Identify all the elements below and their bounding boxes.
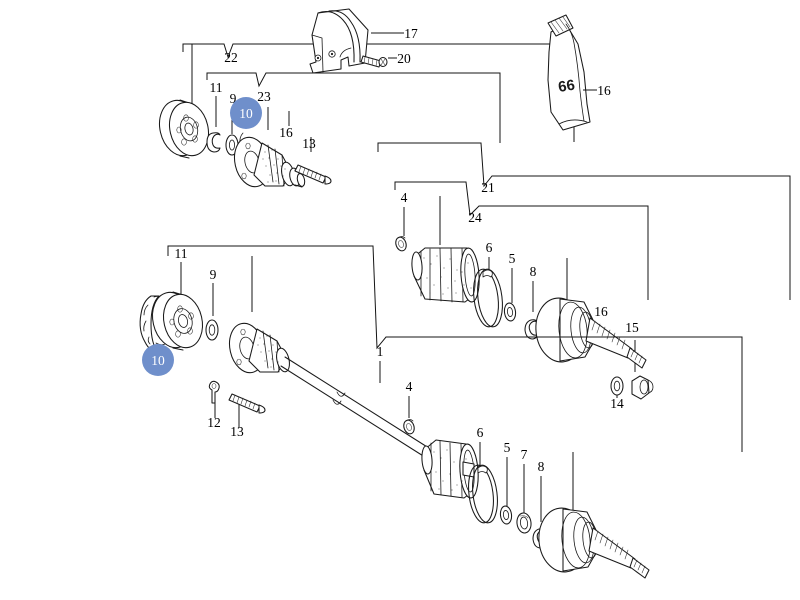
callout-8-right[interactable]: 8: [530, 264, 537, 279]
upper-left-assembly: [158, 43, 575, 188]
part-bolt-lower: [228, 393, 266, 414]
callout-14[interactable]: 14: [610, 396, 624, 411]
callout-9-lower[interactable]: 9: [210, 267, 217, 282]
part-cv-joint-right: [535, 297, 647, 369]
callout-8-lower[interactable]: 8: [538, 459, 545, 474]
callout-6-lower[interactable]: 6: [477, 425, 484, 440]
callout-10-upper[interactable]: 10: [239, 106, 253, 121]
grease-tube: 66: [547, 14, 597, 131]
part-retaining-clip-12: [208, 380, 220, 404]
callout-20[interactable]: 20: [397, 51, 411, 66]
callout-numbers: 22 11 9 10 23 16 13 17 20 16 21 4 24 6 5…: [142, 26, 639, 474]
callout-11-upper[interactable]: 11: [210, 80, 223, 95]
part-cv-joint-lower: [228, 322, 290, 374]
part-cv-joint-outer-lower: [538, 507, 650, 579]
callout-22[interactable]: 22: [224, 50, 238, 65]
callout-13-upper[interactable]: 13: [302, 136, 316, 151]
right-assembly: [377, 142, 791, 400]
lower-assembly: [139, 245, 743, 579]
part-drive-flange-lower: [151, 291, 204, 351]
part-drive-flange-upper: [158, 99, 210, 159]
part-cv-joint-upper: [233, 136, 306, 188]
callout-16-right[interactable]: 16: [594, 304, 608, 319]
bracket-24: [394, 181, 649, 300]
part-drive-shaft: [280, 356, 433, 460]
part-bolt-upper: [294, 164, 332, 185]
grease-tube-brand: 66: [557, 77, 576, 96]
part-circlip-right: [524, 319, 538, 340]
callout-6-right[interactable]: 6: [486, 240, 493, 255]
highlight-circle-10-upper[interactable]: [230, 97, 262, 129]
part-boot-clamp-small-right: [395, 236, 407, 252]
part-washer-14: [610, 376, 624, 396]
bracket-21: [377, 142, 791, 300]
part-boot-lower: [421, 439, 479, 499]
part-washer-lower: [205, 319, 219, 341]
part-thrust-washer-lower: [499, 505, 513, 525]
callout-13-lower[interactable]: 13: [230, 424, 244, 439]
callout-5-lower[interactable]: 5: [504, 440, 511, 455]
part-boot-right: [411, 247, 480, 303]
part-boot-clamp-large-right: [473, 268, 503, 328]
callout-21[interactable]: 21: [481, 180, 495, 195]
part-dished-washer-7: [516, 512, 532, 534]
callout-1[interactable]: 1: [377, 344, 384, 359]
bracket-23: [206, 72, 501, 143]
callout-24[interactable]: 24: [468, 210, 482, 225]
part-boot-clamp-large-lower: [468, 464, 498, 524]
highlight-circle-10-lower[interactable]: [142, 344, 174, 376]
callout-23[interactable]: 23: [257, 89, 271, 104]
part-hub-nut-15: [631, 375, 654, 400]
callout-4-lower[interactable]: 4: [406, 379, 413, 394]
part-boot-clamp-small-lower: [403, 419, 415, 435]
callout-5-right[interactable]: 5: [509, 251, 516, 266]
callout-12[interactable]: 12: [207, 415, 221, 430]
callout-7[interactable]: 7: [521, 447, 528, 462]
part-thrust-washer-right: [503, 302, 517, 322]
callout-16-upper[interactable]: 16: [279, 125, 293, 140]
callout-15[interactable]: 15: [625, 320, 639, 335]
callout-17[interactable]: 17: [404, 26, 418, 41]
part-circlip-upper: [206, 132, 221, 153]
bracket-1: [167, 245, 743, 452]
callout-10-lower[interactable]: 10: [151, 353, 165, 368]
heat-shield-assembly: [309, 8, 404, 74]
callout-16-grease-tube[interactable]: 16: [597, 83, 611, 98]
callout-11-lower[interactable]: 11: [175, 246, 188, 261]
callout-9-upper[interactable]: 9: [230, 91, 237, 106]
callout-4-right[interactable]: 4: [401, 190, 408, 205]
